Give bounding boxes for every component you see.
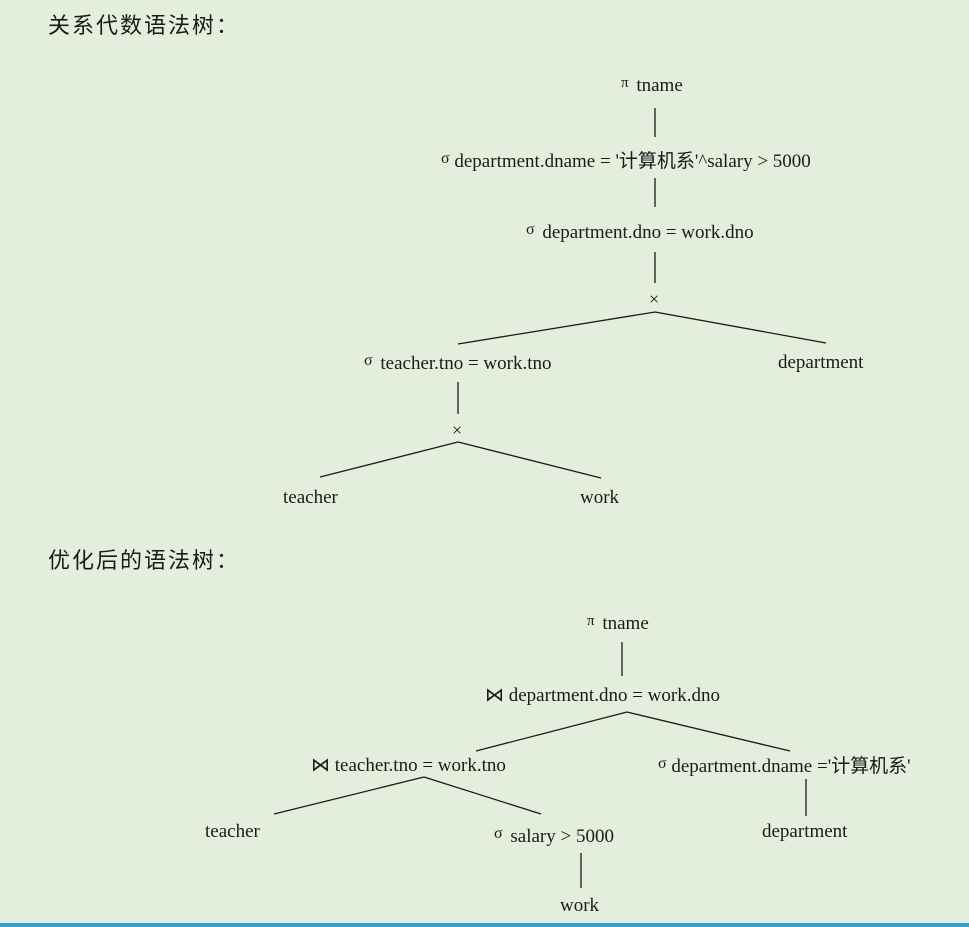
- orig-teacher-leaf: teacher: [283, 487, 339, 508]
- edge-join2-teacher: [273, 776, 425, 815]
- opt-seldept-label: department.dname ='计算机系': [671, 755, 910, 777]
- opt-selsal-symbol: σ: [494, 825, 503, 842]
- orig-proj-node: π tname: [621, 71, 683, 96]
- opt-join1-label: department.dno = work.dno: [509, 685, 720, 706]
- edge-cross2-work: [457, 441, 602, 479]
- orig-sel1-label: department.dname = '计算机系'^salary > 5000: [454, 150, 810, 172]
- heading-optimized-tree: 优化后的语法树：: [48, 549, 241, 574]
- optimized-tree: [273, 642, 807, 888]
- edge-cross2-teacher: [319, 441, 459, 478]
- opt-selsal-label: salary > 5000: [510, 826, 614, 847]
- original-tree-labels: π tname σ department.dname = '计算机系'^sala…: [283, 71, 864, 508]
- orig-sel1-symbol: σ: [441, 150, 450, 167]
- orig-sel3-symbol: σ: [364, 352, 373, 369]
- edge-join1-seldept: [626, 711, 791, 752]
- orig-cross1-symbol: ×: [649, 289, 659, 309]
- opt-join1-node: ⋈ department.dno = work.dno: [485, 685, 720, 706]
- opt-dept-leaf: department: [762, 821, 848, 842]
- opt-join2-label: teacher.tno = work.tno: [335, 755, 506, 776]
- orig-dept-leaf: department: [778, 352, 864, 373]
- orig-sel3-label: teacher.tno = work.tno: [380, 353, 551, 374]
- opt-work-leaf: work: [560, 895, 600, 916]
- orig-sel2-symbol: σ: [526, 221, 535, 238]
- heading-original-tree: 关系代数语法树：: [48, 14, 241, 39]
- orig-work-leaf: work: [580, 487, 620, 508]
- opt-proj-label: tname: [602, 613, 648, 634]
- edge-join2-selsal: [423, 776, 542, 815]
- orig-sel2-label: department.dno = work.dno: [542, 222, 753, 243]
- bottom-accent-bar: [0, 923, 969, 927]
- opt-proj-node: π tname: [587, 609, 649, 634]
- edge-cross1-dept: [654, 311, 827, 344]
- opt-seldept-symbol: σ: [658, 755, 667, 772]
- original-tree: [319, 108, 827, 479]
- optimized-tree-labels: π tname ⋈ department.dno = work.dno ⋈ te…: [205, 609, 911, 916]
- orig-sel1-node: σ department.dname = '计算机系'^salary > 500…: [441, 147, 811, 172]
- orig-proj-symbol: π: [621, 75, 629, 91]
- opt-join2-symbol: ⋈: [311, 755, 330, 776]
- opt-seldept-node: σ department.dname ='计算机系': [658, 752, 911, 777]
- opt-selsal-node: σ salary > 5000: [494, 822, 614, 847]
- orig-sel2-node: σ department.dno = work.dno: [526, 218, 754, 243]
- orig-proj-label: tname: [636, 75, 682, 96]
- opt-join2-node: ⋈ teacher.tno = work.tno: [311, 755, 506, 776]
- edge-cross1-sel3: [457, 311, 656, 345]
- orig-sel3-node: σ teacher.tno = work.tno: [364, 349, 552, 374]
- opt-teacher-leaf: teacher: [205, 821, 261, 842]
- opt-proj-symbol: π: [587, 613, 595, 629]
- opt-join1-symbol: ⋈: [485, 685, 504, 706]
- edge-join1-join2: [475, 711, 628, 752]
- orig-cross2-symbol: ×: [452, 420, 462, 440]
